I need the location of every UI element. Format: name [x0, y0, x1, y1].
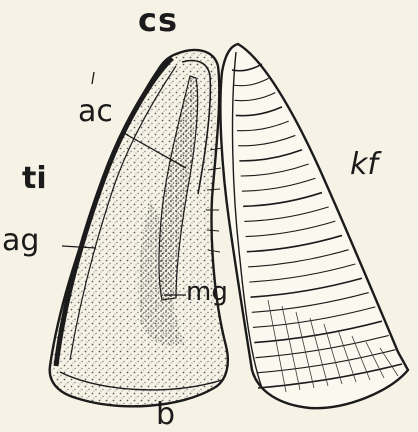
label-ag: ag: [2, 226, 39, 256]
left-plate: [50, 50, 228, 406]
label-ti: ti: [22, 164, 47, 194]
label-b: b: [156, 400, 175, 430]
right-plate: [220, 44, 408, 408]
label-mg: mg: [186, 279, 228, 305]
label-kf: kf: [350, 150, 378, 180]
label-ac: ac: [78, 97, 113, 127]
label-cs: cs: [138, 4, 178, 36]
leader-tick: [92, 72, 94, 84]
